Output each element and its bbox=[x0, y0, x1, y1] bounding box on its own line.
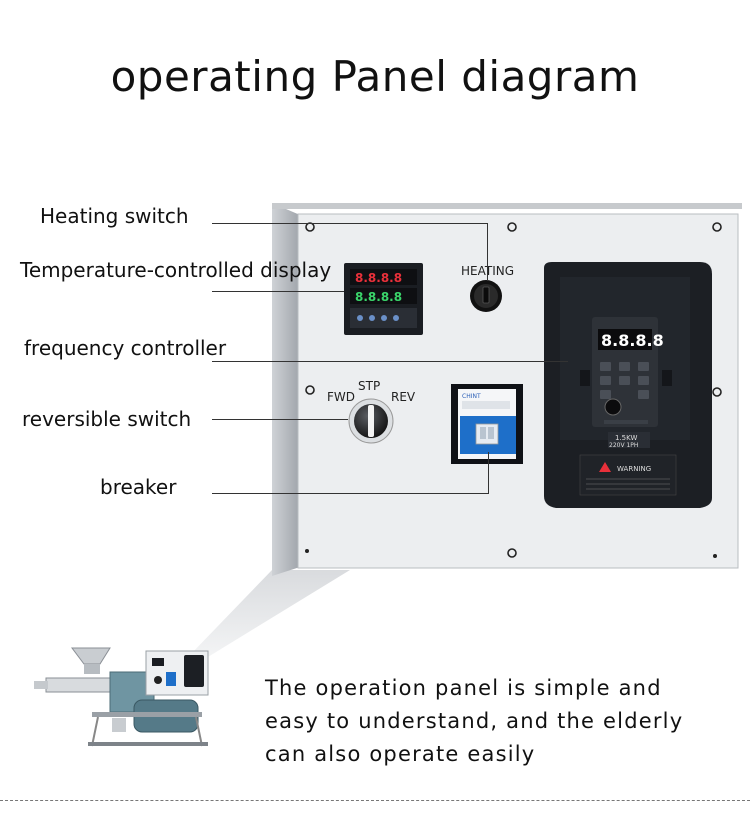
panel-face bbox=[272, 203, 742, 209]
caption: The operation panel is simple and easy t… bbox=[265, 672, 735, 771]
svg-text:8.8.8.8: 8.8.8.8 bbox=[355, 290, 402, 304]
callout-wedge bbox=[190, 570, 350, 660]
svg-text:8.8.8.8: 8.8.8.8 bbox=[601, 331, 664, 350]
heating-leader bbox=[212, 223, 488, 225]
page-title: operating Panel diagram bbox=[110, 52, 640, 101]
label-heating-switch: Heating switch bbox=[40, 204, 189, 228]
caption-line-2: easy to understand, and the elderly bbox=[265, 709, 684, 733]
svg-text:8.8.8.8: 8.8.8.8 bbox=[355, 271, 402, 285]
breaker-leader-vertical bbox=[488, 452, 490, 494]
frequency-controller: 8.8.8.8 1.5KW 220V 1PH WARNING bbox=[544, 262, 712, 508]
label-reversible-switch: reversible switch bbox=[22, 407, 192, 431]
rev-label: REV bbox=[391, 390, 416, 404]
reversible-leader bbox=[212, 419, 348, 421]
temperature-display: 8.8.8.8 8.8.8.8 bbox=[344, 263, 423, 335]
stp-label: STP bbox=[358, 379, 380, 393]
dashed-divider bbox=[0, 800, 750, 801]
caption-line-1: The operation panel is simple and bbox=[265, 676, 662, 700]
breaker-leader bbox=[212, 493, 489, 495]
caption-line-3: can also operate easily bbox=[265, 742, 536, 766]
oil-press-machine bbox=[34, 647, 209, 747]
breaker: CHINT bbox=[451, 384, 523, 464]
reversible-knob bbox=[348, 398, 394, 444]
svg-text:CHINT: CHINT bbox=[462, 393, 481, 400]
svg-text:220V 1PH: 220V 1PH bbox=[609, 442, 638, 449]
fwd-label: FWD bbox=[327, 390, 355, 404]
heating-switch bbox=[470, 280, 502, 312]
heating-leader-vertical bbox=[487, 223, 489, 281]
label-breaker: breaker bbox=[100, 475, 177, 499]
frequency-leader bbox=[212, 361, 568, 363]
label-temperature-display: Temperature-controlled display bbox=[20, 258, 332, 282]
label-frequency-controller: frequency controller bbox=[24, 336, 227, 360]
temperature-leader bbox=[212, 291, 344, 293]
svg-text:WARNING: WARNING bbox=[617, 465, 651, 473]
svg-text:1.5KW: 1.5KW bbox=[615, 434, 637, 442]
panel-side bbox=[272, 203, 300, 576]
